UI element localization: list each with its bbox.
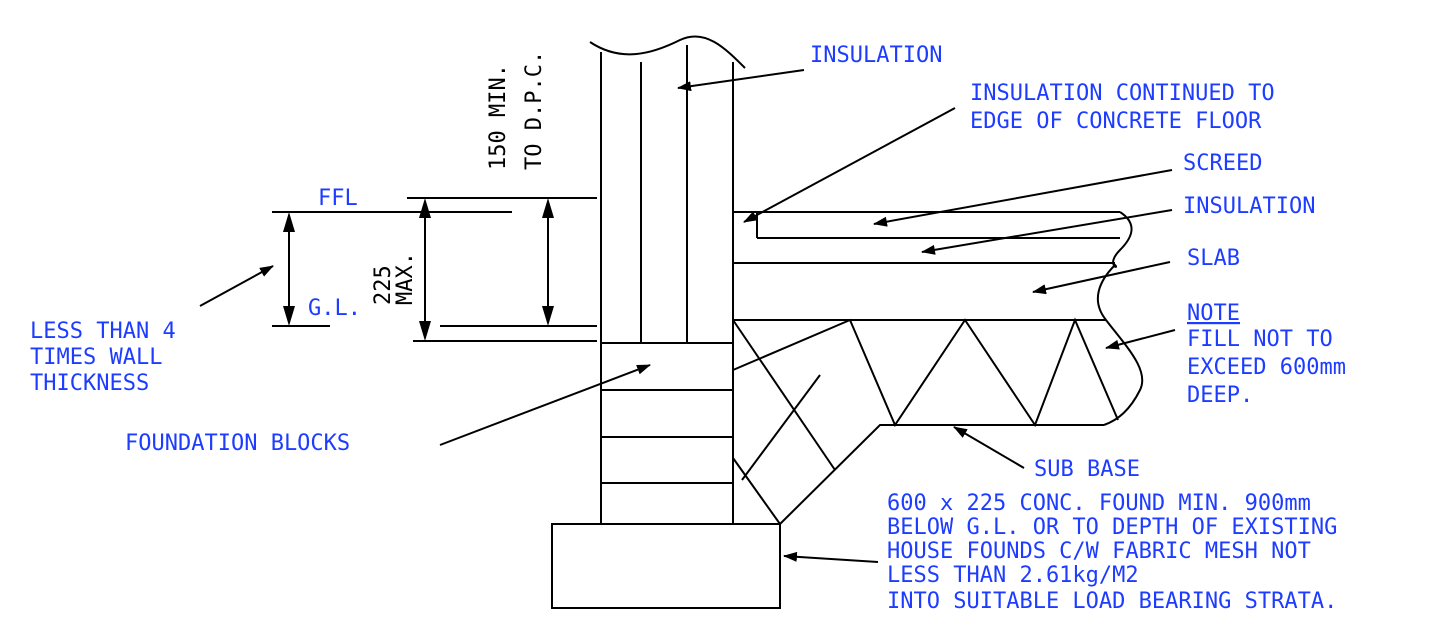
label-screed: SCREED [1183,151,1262,176]
label-note-2: EXCEED 600mm [1187,355,1346,380]
label-found-3: HOUSE FOUNDS C/W FABRIC MESH NOT [887,539,1311,564]
label-insul-cont-1: INSULATION CONTINUED TO [970,81,1275,106]
label-gl: G.L. [308,296,361,321]
label-insul-cont-2: EDGE OF CONCRETE FLOOR [970,109,1262,134]
label-note-3: DEEP. [1187,383,1253,408]
label-sub-base: SUB BASE [1034,457,1140,482]
label-less-3: THICKNESS [30,371,149,396]
label-found-1: 600 x 225 CONC. FOUND MIN. 900mm [887,491,1311,516]
label-225: 225 [371,265,396,305]
label-found-2: BELOW G.L. OR TO DEPTH OF EXISTING [887,515,1337,540]
label-insulation-top: INSULATION [810,43,942,68]
cavity-wall [589,35,746,524]
label-foundation-blocks: FOUNDATION BLOCKS [125,431,350,456]
labels: 150 MIN. TO D.P.C. INSULATION INSULATION… [30,43,1346,614]
dimension-arrows [283,198,554,341]
leader-lines [199,69,1176,563]
label-note-1: FILL NOT TO [1187,327,1333,352]
label-slab: SLAB [1187,246,1240,271]
concrete-foundation [551,523,781,609]
label-ffl: FFL [318,186,358,211]
label-found-4: LESS THAN 2.61kg/M2 [887,563,1139,588]
hardcore-fill [732,317,1119,525]
label-max: MAX. [393,252,418,305]
label-dpc-2: TO D.P.C. [522,51,547,170]
floor-buildup [733,211,1144,426]
label-dpc-1: 150 MIN. [486,64,511,170]
label-less-1: LESS THAN 4 [30,319,176,344]
label-insulation-mid: INSULATION [1183,194,1315,219]
label-found-5: INTO SUITABLE LOAD BEARING STRATA. [887,589,1337,614]
label-note-title: NOTE [1187,301,1240,326]
label-less-2: TIMES WALL [30,345,162,370]
level-lines [272,197,597,342]
foundation-blocks [601,342,733,484]
